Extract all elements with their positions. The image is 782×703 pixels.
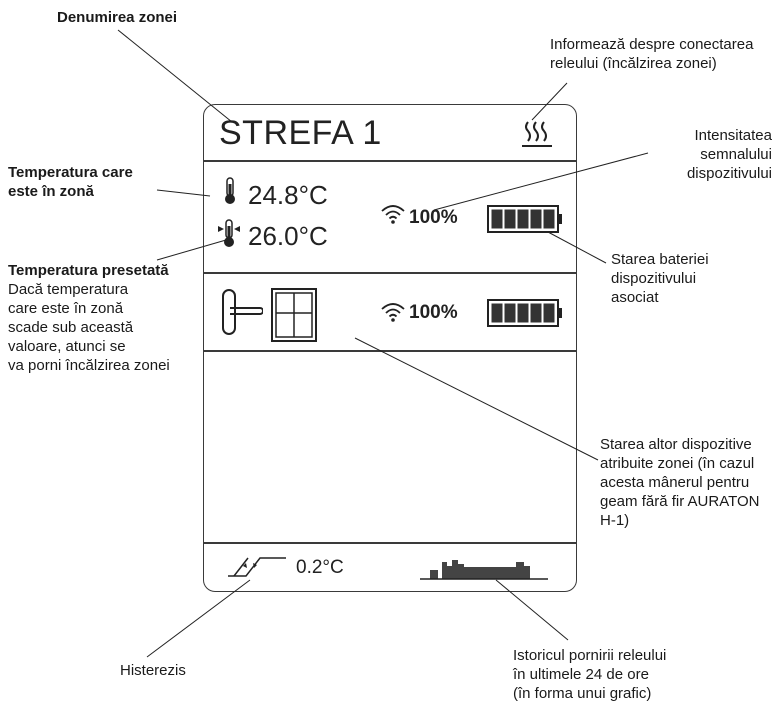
annotation-hysteresis: Histerezis	[120, 662, 186, 679]
battery-cell	[543, 209, 555, 229]
battery-cell	[504, 209, 516, 229]
annotation-relay-history: Istoricul pornirii releului în ultimele …	[513, 647, 667, 702]
annotation-signal-strength: Intensitatea semnalului dispozitivului	[686, 127, 772, 182]
annotation-battery-state: Starea bateriei dispozitivului asociat	[611, 251, 709, 306]
battery-cell	[491, 303, 503, 323]
handle-signal-strength: 100%	[409, 302, 458, 323]
divider-sensor	[204, 272, 576, 274]
battery-icon	[487, 299, 562, 327]
divider-footer	[204, 542, 576, 544]
annotation-preset-temp-title: Temperatura presetată	[8, 262, 169, 279]
battery-cell	[530, 209, 542, 229]
window-icon	[271, 288, 317, 342]
battery-cell	[543, 303, 555, 323]
current-temperature: 24.8°C	[248, 180, 328, 210]
preset-thermometer-icon	[218, 219, 240, 247]
zone-panel	[203, 104, 577, 592]
window-handle-icon	[222, 289, 263, 335]
battery-icon	[487, 205, 562, 233]
hysteresis-icon	[228, 557, 286, 577]
annotation-preset-temp-desc: Dacă temperatura care este în zonă scade…	[8, 281, 170, 374]
annotation-temp-in-zone: Temperatura care este în zonă	[8, 164, 133, 200]
annotation-relay-info: Informează despre conectarea releului (î…	[550, 36, 754, 72]
wifi-icon	[381, 303, 405, 322]
annotation-zone-name: Denumirea zonei	[57, 9, 178, 26]
hysteresis-value: 0.2°C	[296, 557, 344, 578]
divider-devices	[204, 350, 576, 352]
heating-icon	[522, 121, 552, 147]
battery-cell	[530, 303, 542, 323]
battery-cell	[517, 209, 529, 229]
divider-header	[204, 160, 576, 162]
relay-history-chart	[420, 560, 548, 580]
battery-cell	[491, 209, 503, 229]
wifi-icon	[381, 205, 405, 224]
battery-cell	[517, 303, 529, 323]
battery-cell	[504, 303, 516, 323]
sensor-signal-strength: 100%	[409, 207, 458, 228]
thermometer-icon	[225, 177, 235, 204]
annotation-other-devices: Starea altor dispozitive atribuite zonei…	[600, 436, 760, 529]
zone-title: STREFA 1	[219, 114, 382, 152]
preset-temperature: 26.0°C	[248, 221, 328, 251]
